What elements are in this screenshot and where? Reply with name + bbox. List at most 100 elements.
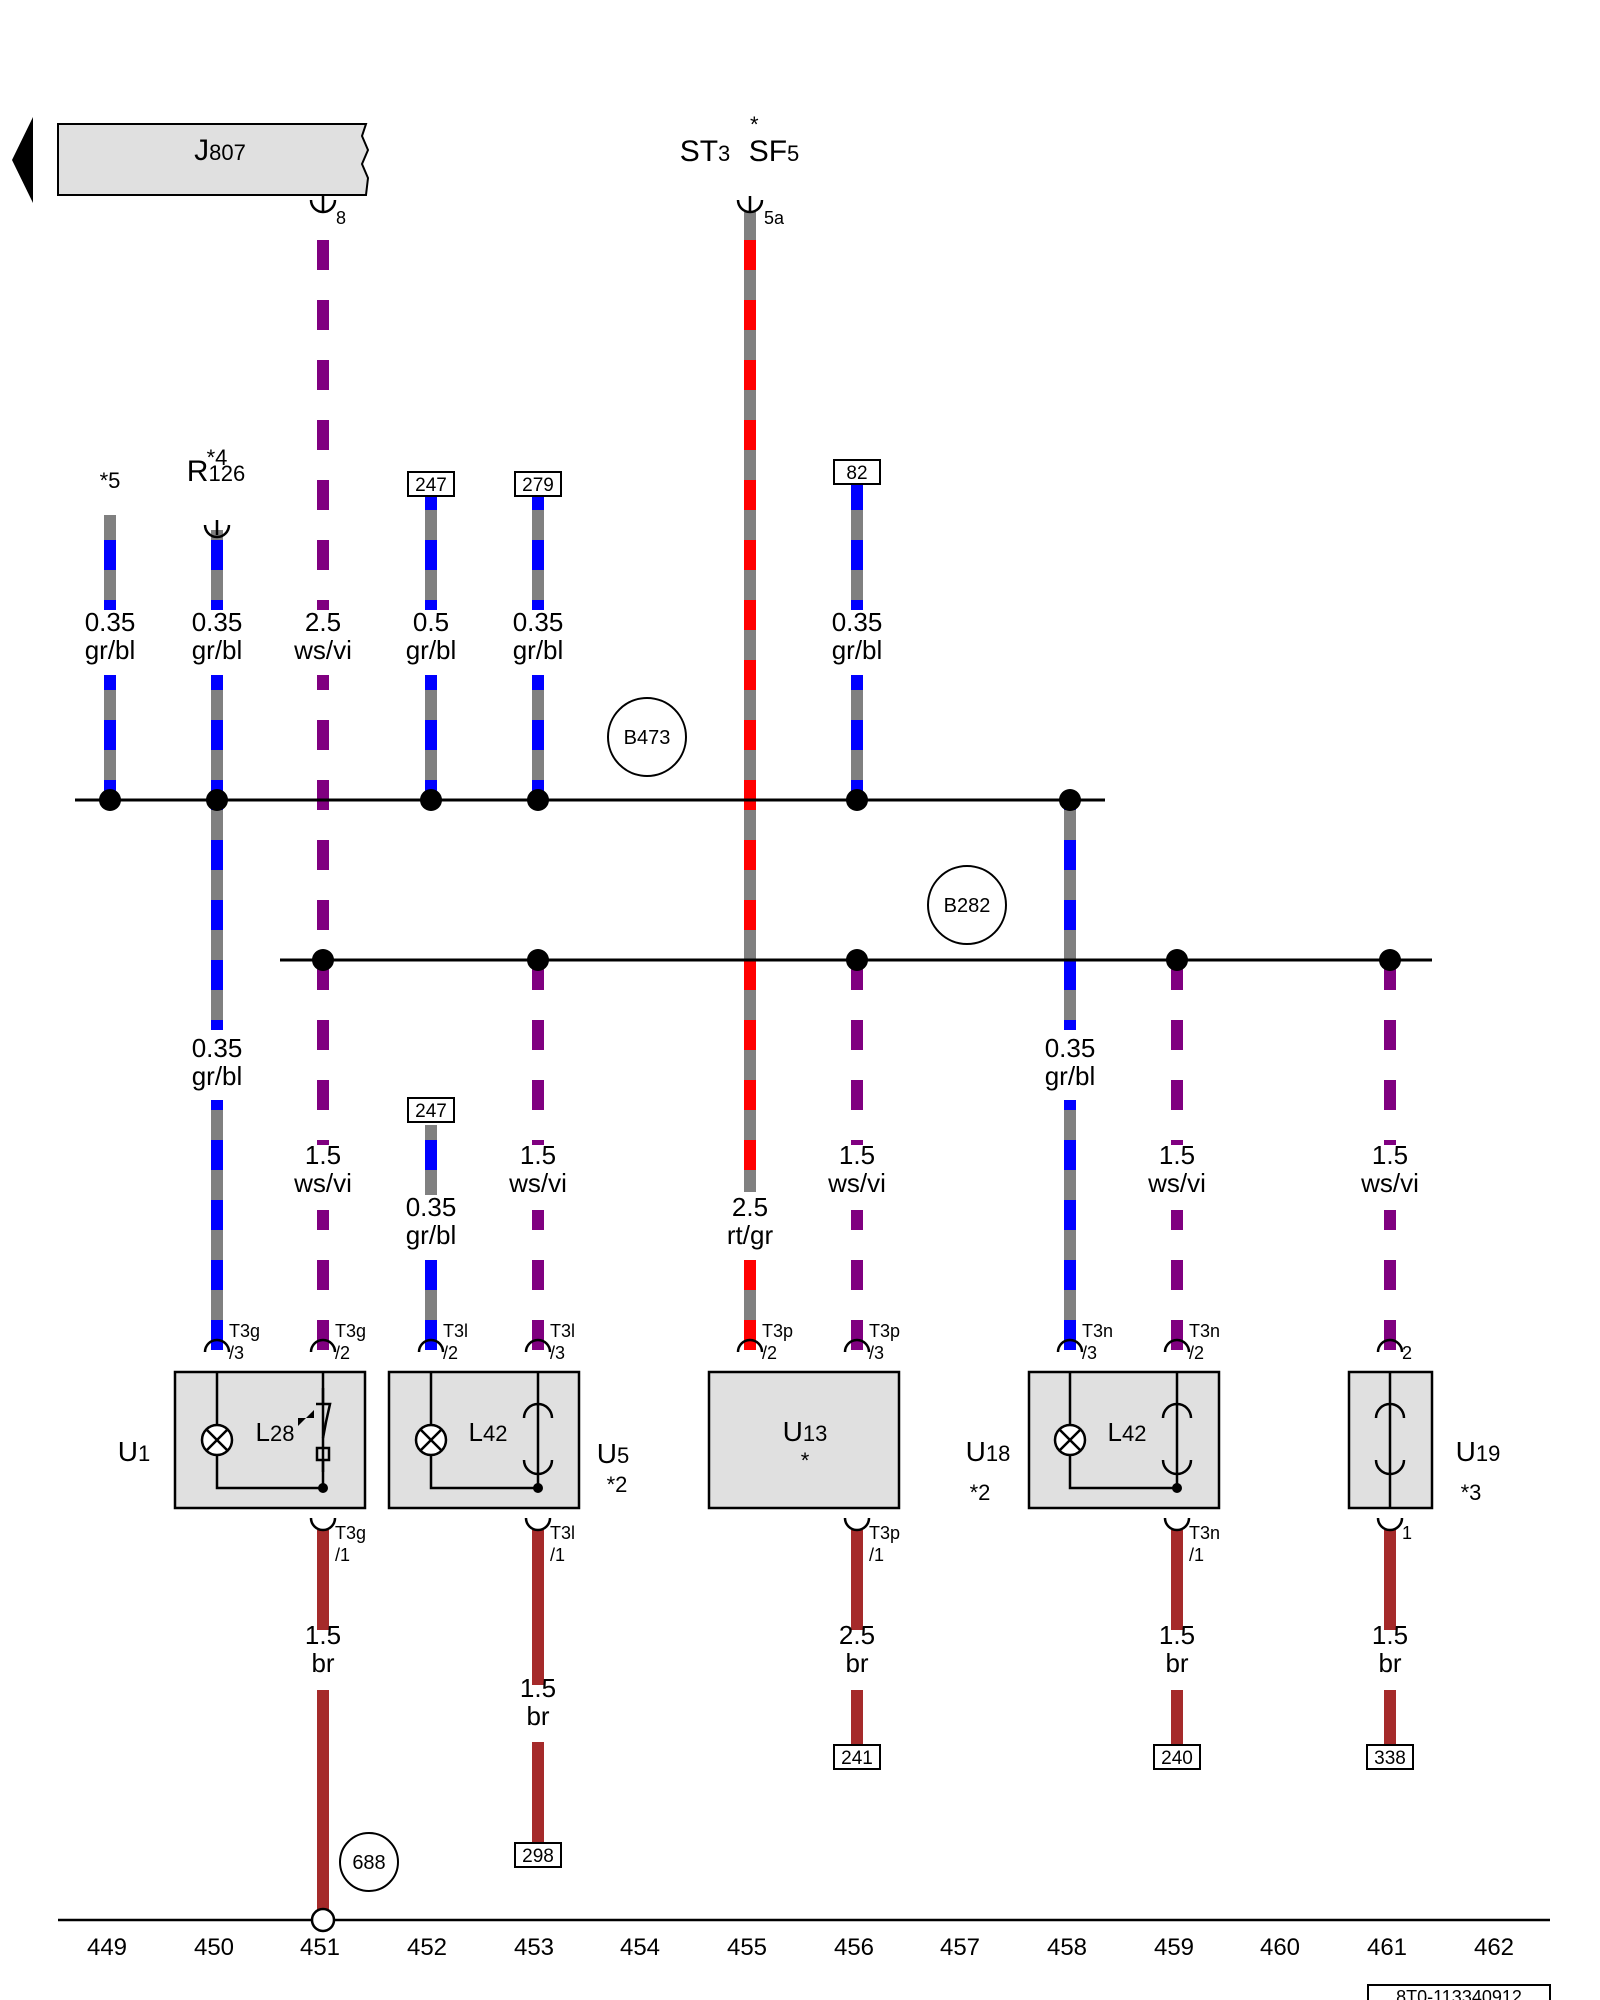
svg-text:B282: B282 [944, 895, 991, 917]
wire-453-top[interactable] [532, 495, 544, 610]
wire-458-mid[interactable] [1064, 800, 1076, 1030]
svg-text:T3g: T3g [335, 1523, 366, 1543]
svg-text:453: 453 [514, 1934, 554, 1961]
wire-449-top[interactable] [104, 515, 116, 610]
wire-461-ground-a[interactable] [1384, 1530, 1396, 1630]
u5-label: U5 [597, 1438, 629, 1469]
wire-453-ground-a[interactable] [532, 1530, 544, 1685]
wire-453-mid[interactable] [532, 675, 544, 800]
svg-text:450: 450 [194, 1934, 234, 1961]
ref-box-247-top[interactable]: 247 [407, 471, 455, 497]
component-u13[interactable]: U13 * [707, 1370, 901, 1510]
r126-note: *4 [207, 445, 228, 470]
bulb-cross [205, 1428, 229, 1452]
wire-451-low[interactable] [317, 1210, 329, 1350]
terminal-forks [203, 196, 1404, 1532]
wire-461-mid[interactable] [1384, 960, 1396, 1145]
wire-456-mid[interactable] [851, 675, 863, 800]
wire-456-low[interactable] [851, 1210, 863, 1350]
svg-text:T3l: T3l [550, 1523, 575, 1543]
wire-453-low[interactable] [532, 1210, 544, 1350]
wire-451-ground-b[interactable] [317, 1690, 329, 1918]
footer-code: 8T0-113340912 [1367, 1984, 1551, 2000]
svg-text:2.5: 2.5 [305, 607, 341, 637]
wire-456-top[interactable] [851, 485, 863, 610]
svg-text:*: * [801, 1448, 810, 1473]
wire-456-lowvi[interactable] [851, 960, 863, 1145]
svg-text:T3l: T3l [443, 1321, 468, 1341]
u19-label: U19 [1456, 1436, 1501, 1467]
svg-text:1.5: 1.5 [520, 1673, 556, 1703]
wire-451-top[interactable] [317, 212, 329, 610]
svg-text:456: 456 [834, 1934, 874, 1961]
svg-text:/3: /3 [550, 1343, 565, 1363]
wire-450-top[interactable] [211, 530, 223, 610]
svg-text:8T0-113340912: 8T0-113340912 [1396, 1987, 1522, 2000]
wire-449-mid[interactable] [104, 675, 116, 800]
wire-451-ground-a[interactable] [317, 1530, 329, 1630]
ref-box-241[interactable]: 241 [833, 1744, 881, 1770]
component-u18[interactable]: L42 [1027, 1370, 1221, 1510]
ref-box-240[interactable]: 240 [1153, 1744, 1201, 1770]
note-star5: *5 [100, 468, 121, 493]
ground-point-451[interactable] [310, 1907, 336, 1933]
u19-note: *3 [1461, 1480, 1482, 1505]
svg-text:U13: U13 [783, 1416, 828, 1447]
svg-text:br: br [311, 1648, 334, 1678]
wire-461-ground-b[interactable] [1384, 1690, 1396, 1746]
svg-text:240: 240 [1161, 1748, 1193, 1769]
wire-452-low-top[interactable] [425, 1125, 437, 1195]
svg-text:1.5: 1.5 [305, 1620, 341, 1650]
svg-text:2.5: 2.5 [732, 1192, 768, 1222]
svg-text:br: br [526, 1701, 549, 1731]
ref-box-82[interactable]: 82 [833, 459, 881, 485]
wire-456-ground-b[interactable] [851, 1690, 863, 1746]
ref-box-298[interactable]: 298 [514, 1842, 562, 1868]
svg-text:gr/bl: gr/bl [406, 635, 457, 665]
wire-452-mid[interactable] [425, 675, 437, 800]
socket-icon [1161, 1402, 1193, 1476]
ref-box-338[interactable]: 338 [1366, 1744, 1414, 1770]
wire-451-mid[interactable] [317, 675, 329, 1145]
svg-text:gr/bl: gr/bl [85, 635, 136, 665]
svg-text:461: 461 [1367, 1934, 1407, 1961]
wire-456-ground-a[interactable] [851, 1530, 863, 1630]
wire-458-low[interactable] [1064, 1100, 1076, 1350]
svg-text:ws/vi: ws/vi [508, 1168, 567, 1198]
svg-text:gr/bl: gr/bl [192, 1061, 243, 1091]
svg-text:T3g: T3g [229, 1321, 260, 1341]
wire-450-low[interactable] [211, 1100, 223, 1350]
wire-452-top[interactable] [425, 495, 437, 610]
svg-text:1.5: 1.5 [1159, 1620, 1195, 1650]
component-u19[interactable] [1347, 1370, 1434, 1510]
component-u1[interactable]: L28 [173, 1370, 367, 1510]
svg-text:br: br [1165, 1648, 1188, 1678]
svg-text:/2: /2 [1189, 1343, 1204, 1363]
wire-459-mid[interactable] [1171, 960, 1183, 1145]
marker-688[interactable]: 688 [339, 1832, 399, 1892]
marker-b473[interactable]: B473 [607, 697, 687, 777]
r126-label: R126 [187, 455, 245, 488]
wire-453-lowvi[interactable] [532, 960, 544, 1145]
ref-box-279[interactable]: 279 [514, 471, 562, 497]
svg-text:0.35: 0.35 [192, 1033, 243, 1063]
wire-459-low[interactable] [1171, 1210, 1183, 1350]
wire-461-low[interactable] [1384, 1210, 1396, 1350]
wire-453-ground-b[interactable] [532, 1742, 544, 1847]
j807-label: J807 [194, 134, 246, 167]
wire-455-low[interactable] [744, 1260, 756, 1350]
wire-452-low[interactable] [425, 1260, 437, 1350]
wire-450-mid[interactable] [211, 675, 223, 1030]
component-u5[interactable]: L42 [387, 1370, 581, 1510]
u18-note: *2 [970, 1480, 991, 1505]
wire-459-ground-a[interactable] [1171, 1530, 1183, 1630]
marker-b282[interactable]: B282 [927, 865, 1007, 945]
left-arrow-icon[interactable] [12, 117, 33, 203]
svg-text:451: 451 [300, 1934, 340, 1961]
svg-text:T3n: T3n [1189, 1523, 1220, 1543]
ref-box-247-low[interactable]: 247 [407, 1097, 455, 1123]
wire-459-ground-b[interactable] [1171, 1690, 1183, 1746]
svg-text:247: 247 [415, 1101, 447, 1122]
svg-text:0.35: 0.35 [832, 607, 883, 637]
wire-455-main[interactable] [744, 212, 756, 1192]
